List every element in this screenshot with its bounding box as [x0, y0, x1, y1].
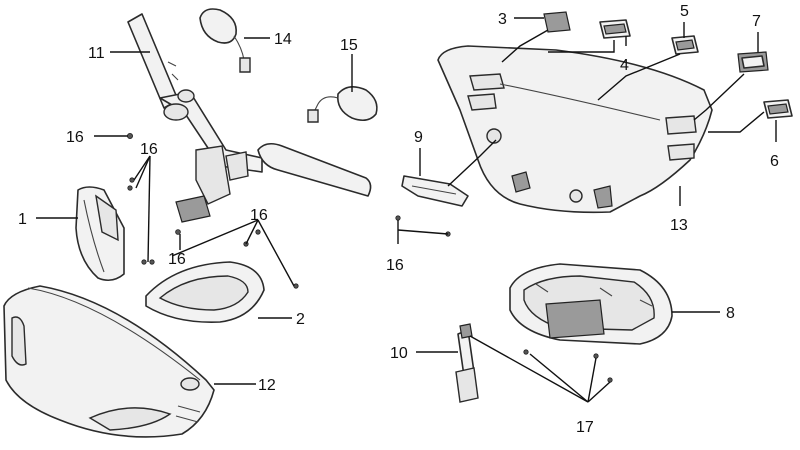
callout-13: 13 [670, 217, 688, 234]
left-mirror-part [199, 8, 251, 73]
callout-12: 12 [258, 377, 276, 394]
switch-part-3 [543, 11, 571, 33]
callout-16-screw-lens: 16 [250, 207, 268, 224]
bracket-part [401, 175, 469, 207]
callout-4: 4 [620, 57, 629, 74]
callout-17: 17 [576, 419, 594, 436]
rear-handlebar-cover-part [437, 45, 713, 214]
switch-part-6 [763, 99, 793, 119]
callout-labels: 1 2 3 4 5 6 7 8 9 10 11 12 13 14 15 16 1… [18, 3, 779, 436]
callout-1: 1 [18, 211, 27, 228]
callout-15: 15 [340, 37, 358, 54]
callout-2: 2 [296, 311, 305, 328]
speedometer-part [509, 263, 673, 345]
callout-7: 7 [752, 13, 761, 30]
callout-6: 6 [770, 153, 779, 170]
leader-lines [36, 17, 777, 403]
handlebar-part [127, 13, 372, 223]
callout-16-screw-handlebar: 16 [66, 129, 84, 146]
front-cover-part [3, 285, 215, 438]
switch-part-4 [599, 19, 631, 39]
callout-16-screw-bracket: 16 [386, 257, 404, 274]
switch-part-5 [671, 35, 699, 55]
switch-part-7 [737, 51, 769, 73]
speedometer-cable-part [455, 323, 479, 403]
screws [127, 132, 613, 383]
callout-9: 9 [414, 129, 423, 146]
callout-16-screw-headlight: 16 [140, 141, 158, 158]
callout-11: 11 [88, 45, 105, 62]
callout-10: 10 [390, 345, 408, 362]
front-lens-part [145, 261, 265, 323]
callout-5: 5 [680, 3, 689, 20]
callout-16-screw-stem: 16 [168, 251, 186, 268]
headlight-part [75, 186, 125, 282]
right-mirror-part [307, 86, 378, 123]
callout-14: 14 [274, 31, 292, 48]
callout-8: 8 [726, 305, 735, 322]
callout-3: 3 [498, 11, 507, 28]
